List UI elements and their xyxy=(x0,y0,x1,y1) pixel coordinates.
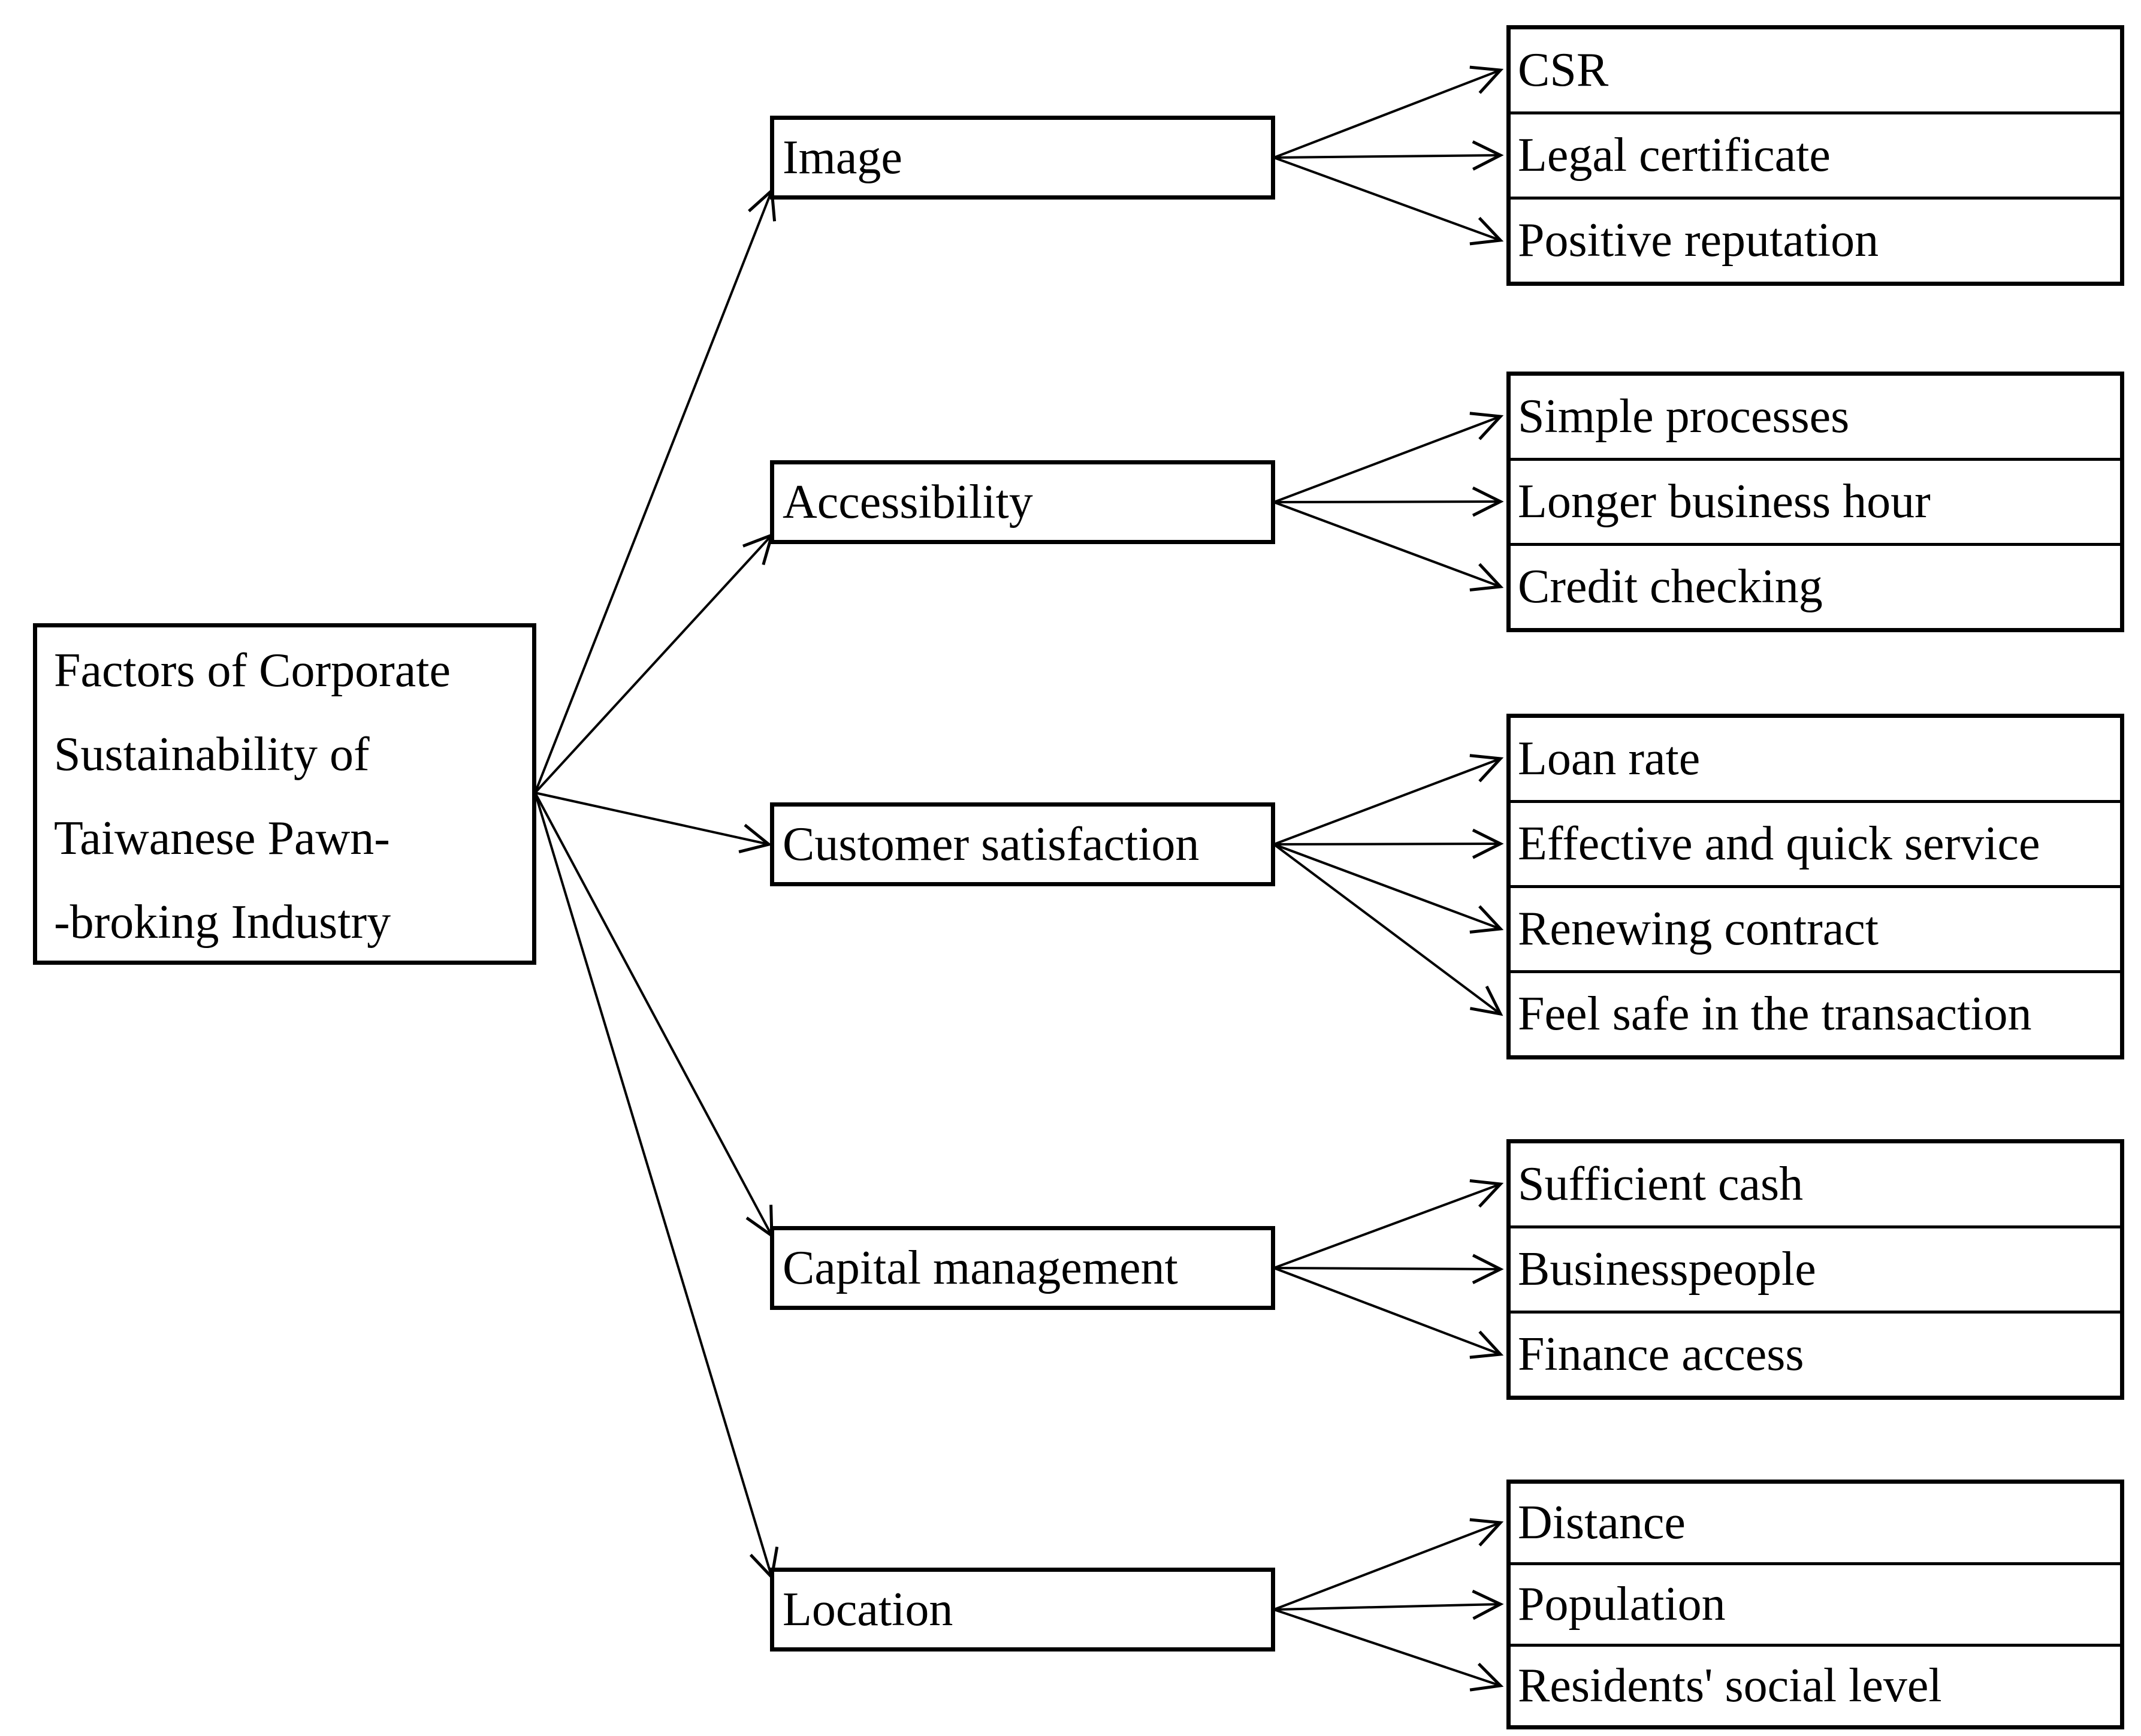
leaf-longer-business-hour: Longer business hour xyxy=(1511,458,2120,543)
leaf-effective-quick-service: Effective and quick service xyxy=(1511,800,2120,885)
arrow-location-to-population xyxy=(1273,1589,1504,1620)
leaf-distance: Distance xyxy=(1518,1496,1686,1549)
leaf-population: Population xyxy=(1511,1562,2120,1644)
branch-label-accessibility: Accessibility xyxy=(783,475,1033,529)
arrow-custsat-to-loan-rate xyxy=(1273,754,1504,846)
leaf-table-accessibility: Simple processes Longer business hour Cr… xyxy=(1506,372,2124,632)
arrow-location-to-social-level xyxy=(1273,1608,1504,1692)
branch-node-customer-satisfaction: Customer satisfaction xyxy=(770,802,1275,886)
leaf-simple-processes: Simple processes xyxy=(1518,390,1850,443)
arrow-accessibility-to-simple-processes xyxy=(1273,412,1504,503)
branch-node-image: Image xyxy=(770,116,1275,200)
leaf-table-capital-management: Sufficient cash Businesspeople Finance a… xyxy=(1506,1139,2124,1400)
leaf-legal-certificate: Legal certificate xyxy=(1511,111,2120,197)
arrow-capital-to-businesspeople xyxy=(1273,1254,1504,1284)
root-label-line-4: -broking Industry xyxy=(54,896,391,949)
root-label-line-1: Factors of Corporate xyxy=(54,644,451,697)
arrow-custsat-to-feel-safe xyxy=(1273,843,1503,1016)
branch-label-capital-management: Capital management xyxy=(783,1241,1178,1294)
arrow-capital-to-sufficient-cash xyxy=(1273,1179,1504,1269)
branch-label-customer-satisfaction: Customer satisfaction xyxy=(783,817,1200,871)
arrow-image-to-csr xyxy=(1273,65,1504,159)
arrow-root-to-image xyxy=(534,187,777,793)
branch-label-image: Image xyxy=(783,131,902,184)
arrow-capital-to-finance-access xyxy=(1273,1267,1504,1359)
arrow-root-to-capital-management xyxy=(534,792,774,1239)
leaf-feel-safe-transaction: Feel safe in the transaction xyxy=(1511,970,2120,1055)
arrow-accessibility-to-credit-checking xyxy=(1273,501,1504,591)
leaf-credit-checking: Credit checking xyxy=(1511,543,2120,628)
arrow-location-to-distance xyxy=(1273,1518,1504,1611)
root-label-line-3: Taiwanese Pawn- xyxy=(54,812,390,865)
leaf-renewing-contract: Renewing contract xyxy=(1511,885,2120,970)
branch-label-location: Location xyxy=(783,1583,953,1636)
leaf-residents-social-level: Residents' social level xyxy=(1511,1644,2120,1725)
leaf-businesspeople: Businesspeople xyxy=(1511,1225,2120,1311)
arrow-custsat-to-renewing-contract xyxy=(1273,843,1504,934)
leaf-table-image: CSR Legal certificate Positive reputatio… xyxy=(1506,25,2124,286)
leaf-finance-access: Finance access xyxy=(1511,1311,2120,1396)
arrow-image-to-positive-reputation xyxy=(1273,156,1504,246)
leaf-loan-rate: Loan rate xyxy=(1518,732,1701,785)
arrow-image-to-legal-certificate xyxy=(1273,140,1504,171)
arrow-root-to-customer-satisfaction xyxy=(535,792,772,853)
root-node-factors: Factors of Corporate Sustainability of T… xyxy=(33,623,536,965)
branch-node-capital-management: Capital management xyxy=(770,1226,1275,1310)
branch-node-location: Location xyxy=(770,1568,1275,1652)
branch-node-accessibility: Accessibility xyxy=(770,460,1275,544)
leaf-csr: CSR xyxy=(1518,44,1609,96)
leaf-table-location: Distance Population Residents' social le… xyxy=(1506,1480,2124,1729)
leaf-table-customer-satisfaction: Loan rate Effective and quick service Re… xyxy=(1506,714,2124,1059)
root-label-line-2: Sustainability of xyxy=(54,728,370,781)
arrow-root-to-location xyxy=(534,792,779,1581)
arrow-root-to-accessibility xyxy=(534,532,774,794)
leaf-positive-reputation: Positive reputation xyxy=(1511,197,2120,282)
leaf-sufficient-cash: Sufficient cash xyxy=(1518,1158,1804,1210)
